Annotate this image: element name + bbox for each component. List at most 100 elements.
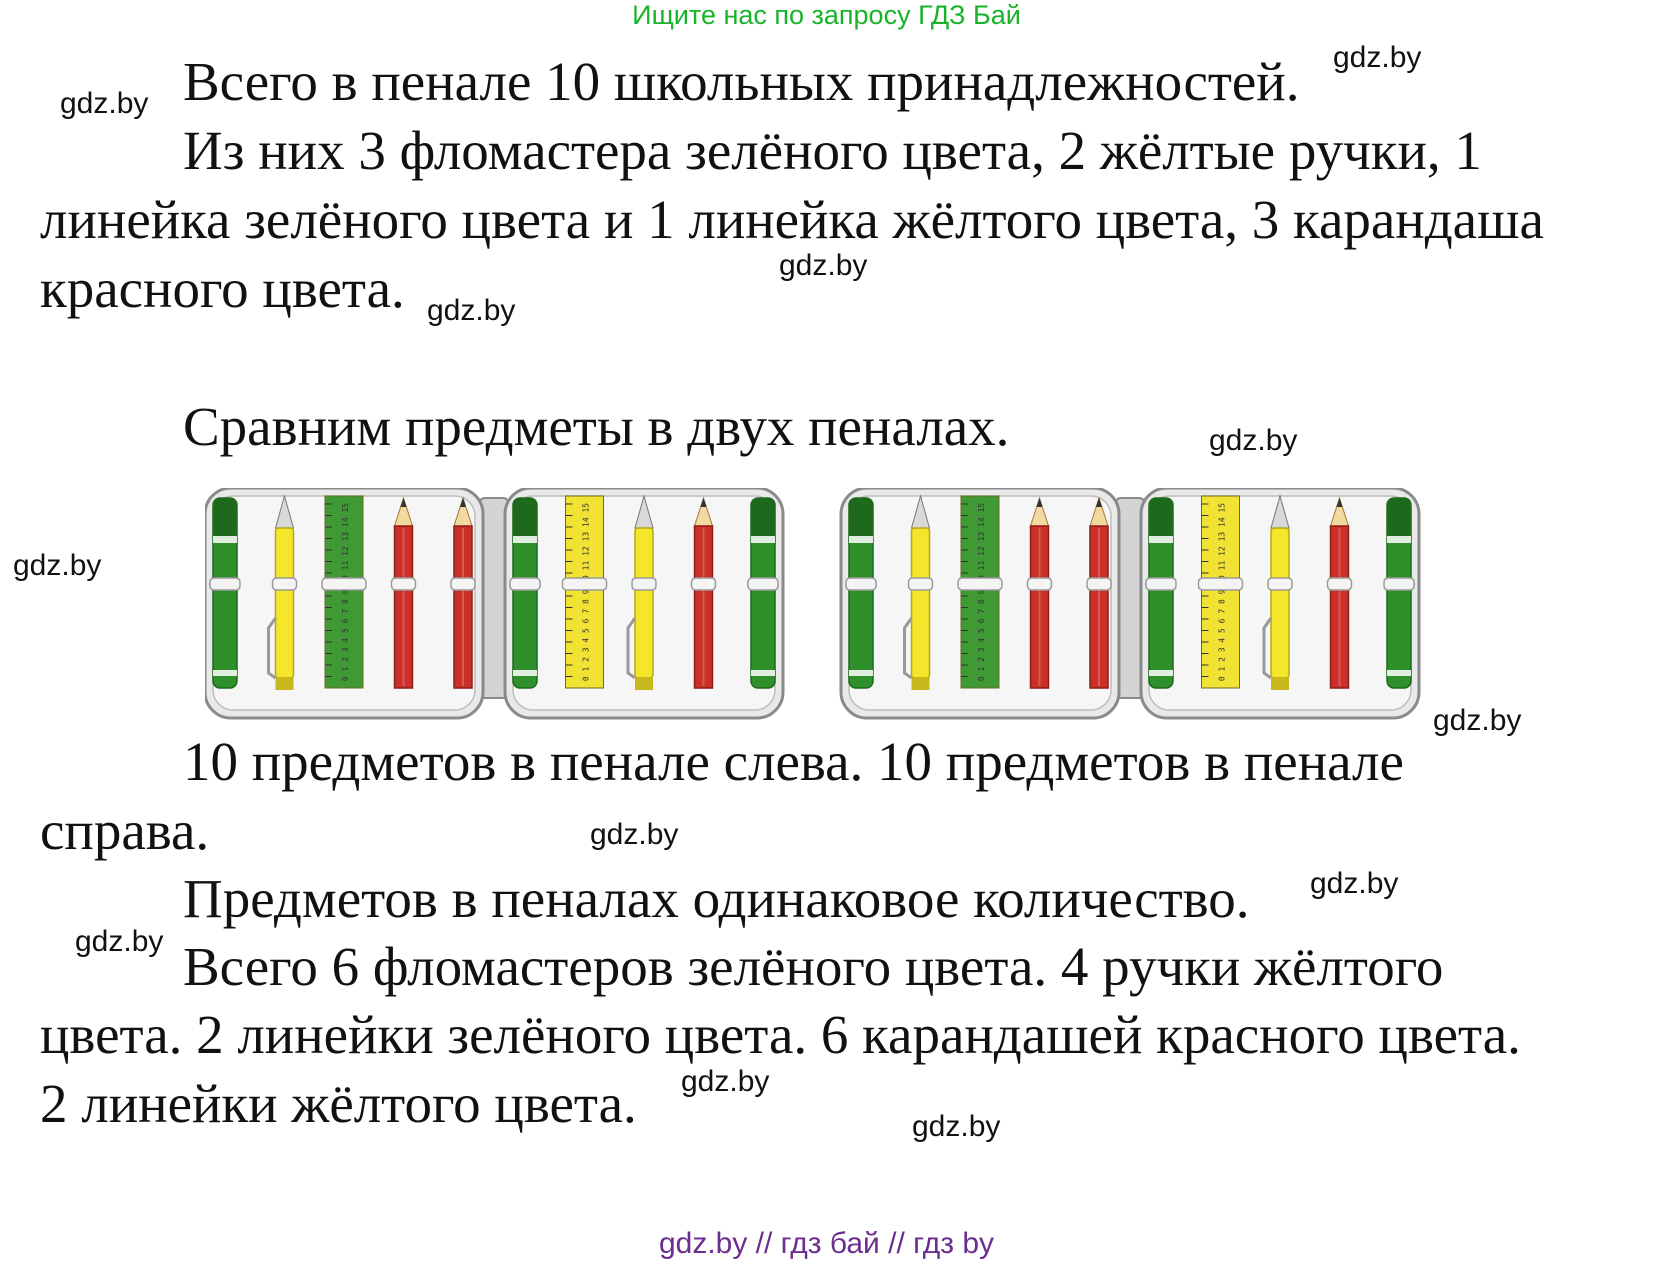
marker-cap <box>1387 498 1411 538</box>
watermark: gdz.by <box>590 818 679 851</box>
marker-stripe <box>1149 670 1173 676</box>
marker-item <box>512 497 538 689</box>
clip-band <box>1267 577 1293 591</box>
clip-band <box>1326 577 1353 591</box>
paragraph-line-5: Сравним предметы в двух пеналах. <box>183 396 1010 457</box>
marker-cap <box>513 498 537 538</box>
clip-band <box>845 577 877 591</box>
pencil-item <box>393 496 414 689</box>
watermark: gdz.by <box>912 1110 1001 1143</box>
clip-band <box>1086 577 1112 591</box>
pencil-lead <box>1036 498 1043 507</box>
pencil-lead <box>1096 498 1102 507</box>
watermark: gdz.by <box>779 249 868 282</box>
marker-stripe <box>1387 536 1411 543</box>
clip-band <box>450 577 476 591</box>
marker-stripe <box>513 536 537 543</box>
marker-item <box>1148 497 1174 689</box>
paragraph-line-1: Всего в пенале 10 школьных принадлежност… <box>183 51 1300 112</box>
watermark: gdz.by <box>1209 424 1298 457</box>
pencil-item <box>1029 496 1050 689</box>
marker-stripe <box>1149 536 1173 543</box>
clip-band <box>747 577 779 591</box>
clip-band <box>1145 577 1177 591</box>
pencil-item <box>693 496 714 689</box>
pen-end <box>1271 678 1289 690</box>
pen-item <box>267 494 295 690</box>
marker-stripe <box>1387 670 1411 676</box>
paragraph-line-7: справа. <box>40 800 210 861</box>
paragraph-line-10: цвета. 2 линейки зелёного цвета. 6 каран… <box>40 1004 1521 1065</box>
marker-cap <box>213 498 237 538</box>
compartment: 0 1 2 3 4 5 6 7 8 9 10 11 12 13 14 15 <box>839 488 1121 720</box>
pencil-item <box>1329 496 1350 689</box>
pencil-cases-illustration: 0 1 2 3 4 5 6 7 8 9 10 11 12 13 14 15 0 1… <box>205 488 1421 720</box>
ruler-numbers: 0 1 2 3 4 5 6 7 8 9 10 11 12 13 14 15 <box>582 503 591 681</box>
ruler-body <box>565 495 604 689</box>
paragraph-line-9: Всего 6 фломастеров зелёного цвета. 4 ру… <box>183 936 1444 997</box>
paragraph-line-8: Предметов в пеналах одинаковое количеств… <box>183 868 1250 929</box>
ruler-item: 0 1 2 3 4 5 6 7 8 9 10 11 12 13 14 15 <box>1201 495 1240 689</box>
ruler-body <box>324 495 364 689</box>
pencil-lead <box>400 498 407 507</box>
watermark: gdz.by <box>681 1065 770 1098</box>
pencil-item <box>453 496 473 689</box>
watermark: gdz.by <box>13 549 102 582</box>
pencil-item <box>1089 496 1109 689</box>
marker-cap <box>849 498 873 538</box>
watermark: gdz.by <box>75 925 164 958</box>
clip-band <box>1383 577 1415 591</box>
pen-item <box>1262 494 1290 690</box>
watermark: gdz.by <box>1433 704 1522 737</box>
clip-band <box>271 577 298 591</box>
clip-band <box>209 577 241 591</box>
marker-stripe <box>213 536 237 543</box>
watermark: gdz.by <box>1310 867 1399 900</box>
paragraph-line-4: красного цвета. <box>40 258 405 319</box>
clip-band <box>690 577 717 591</box>
clip-band <box>1026 577 1053 591</box>
pen-end <box>911 678 930 690</box>
ruler-item: 0 1 2 3 4 5 6 7 8 9 10 11 12 13 14 15 <box>565 495 604 689</box>
clip-band <box>509 577 541 591</box>
compartment: 0 1 2 3 4 5 6 7 8 9 10 11 12 13 14 15 <box>503 488 785 720</box>
clip-band <box>1197 577 1244 591</box>
watermark: gdz.by <box>1333 41 1422 74</box>
marker-cap <box>751 498 775 538</box>
marker-stripe <box>513 670 537 676</box>
ruler-numbers: 0 1 2 3 4 5 6 7 8 9 10 11 12 13 14 15 <box>977 503 986 681</box>
ruler-item: 0 1 2 3 4 5 6 7 8 9 10 11 12 13 14 15 <box>324 495 364 689</box>
ruler-numbers: 0 1 2 3 4 5 6 7 8 9 10 11 12 13 14 15 <box>1218 503 1227 681</box>
pen-clip <box>626 617 637 680</box>
compartment: 0 1 2 3 4 5 6 7 8 9 10 11 12 13 14 15 <box>1139 488 1421 720</box>
pen-body <box>634 527 654 679</box>
pencil-lead <box>460 498 466 507</box>
marker-item <box>848 497 874 689</box>
marker-stripe <box>751 670 775 676</box>
paragraph-line-6: 10 предметов в пенале слева. 10 предмето… <box>183 731 1404 792</box>
ruler-body <box>960 495 1000 689</box>
paragraph-line-3: линейка зелёного цвета и 1 линейка жёлто… <box>40 189 1544 250</box>
pen-end <box>635 678 653 690</box>
pencil-lead <box>1336 498 1343 507</box>
ruler-body <box>1201 495 1240 689</box>
clip-band <box>561 577 608 591</box>
pen-item <box>903 494 931 690</box>
marker-stripe <box>213 670 237 676</box>
pen-end <box>275 678 294 690</box>
marker-item <box>1386 497 1412 689</box>
footer: gdz.by // гдз бай // гдз by <box>658 1227 995 1260</box>
marker-item <box>750 497 776 689</box>
marker-item <box>212 497 238 689</box>
pencil-lead <box>700 498 707 507</box>
pen-body <box>274 527 295 679</box>
marker-stripe <box>751 536 775 543</box>
pencil-case-left: 0 1 2 3 4 5 6 7 8 9 10 11 12 13 14 15 0 1… <box>205 488 785 720</box>
ruler-numbers: 0 1 2 3 4 5 6 7 8 9 10 11 12 13 14 15 <box>341 503 350 681</box>
pencil-case-right: 0 1 2 3 4 5 6 7 8 9 10 11 12 13 14 15 0 1… <box>839 488 1421 720</box>
pen-clip <box>1262 617 1273 680</box>
paragraph-line-2: Из них 3 фломастера зелёного цвета, 2 жё… <box>183 120 1482 181</box>
clip-band <box>390 577 417 591</box>
paragraph-line-11: 2 линейки жёлтого цвета. <box>40 1073 637 1134</box>
compartment: 0 1 2 3 4 5 6 7 8 9 10 11 12 13 14 15 <box>205 488 485 720</box>
